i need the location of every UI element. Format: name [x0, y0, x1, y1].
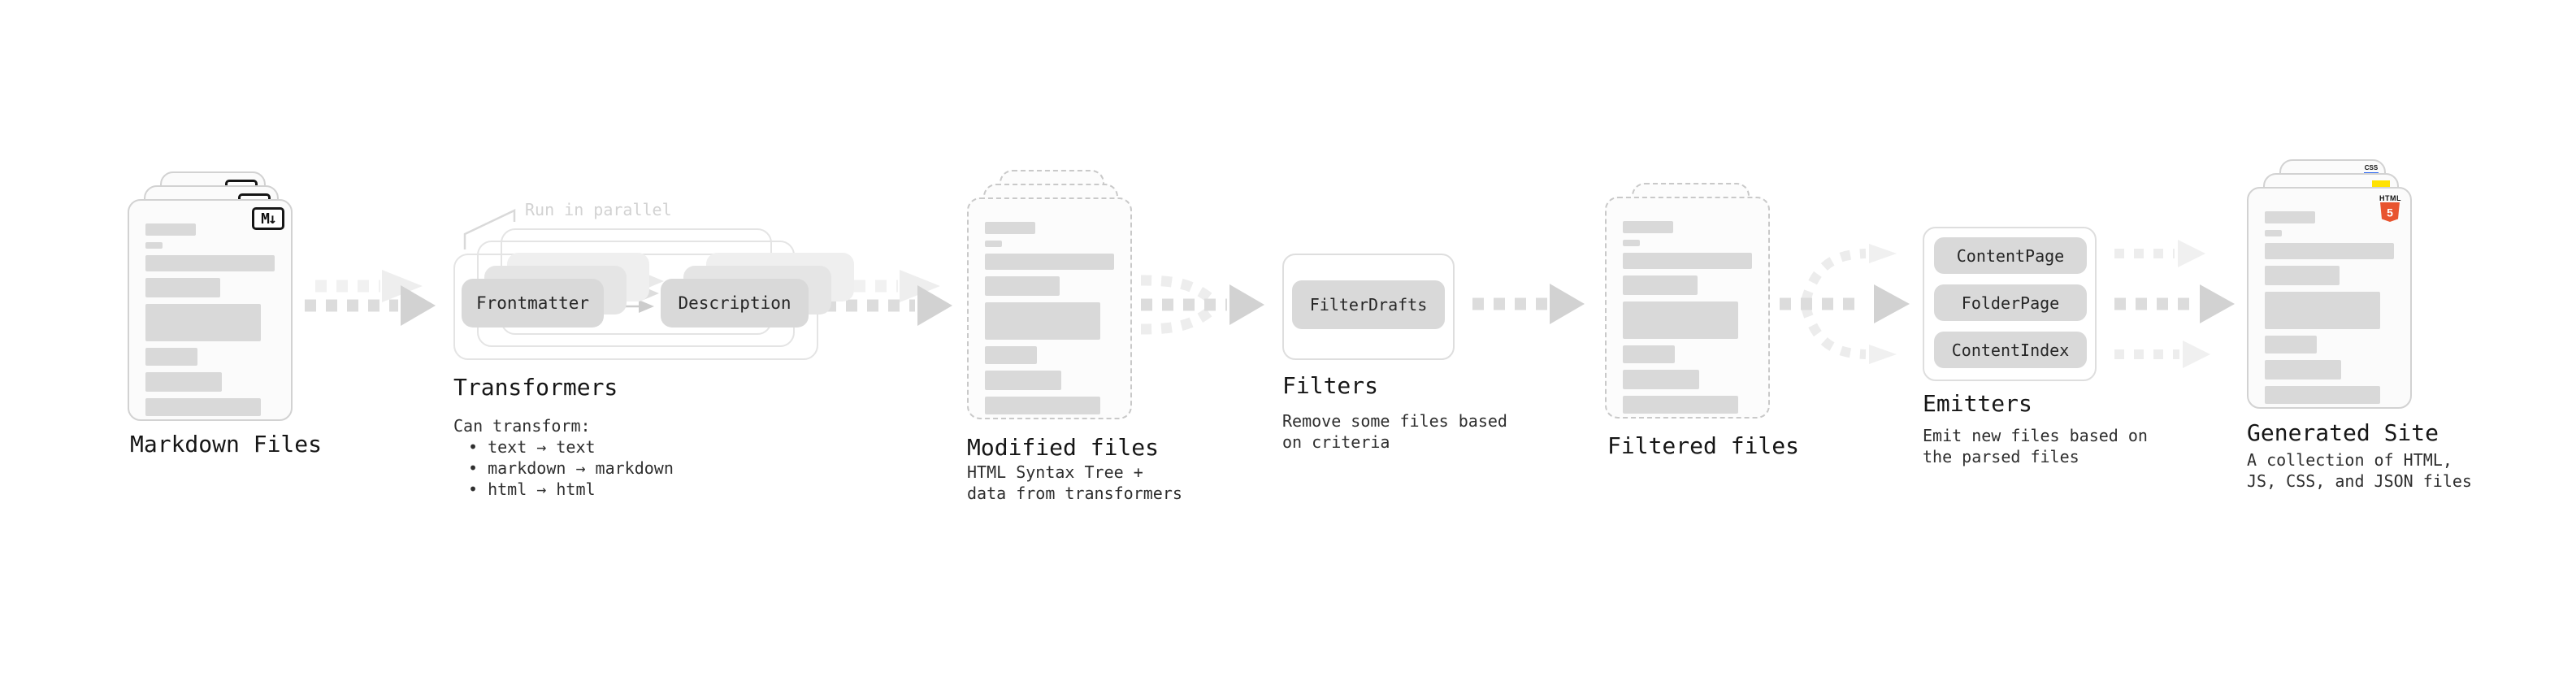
css-icon-label: CSS	[2364, 164, 2379, 171]
skeleton-bar	[1623, 240, 1640, 246]
description-line: JS, CSS, and JSON files	[2247, 471, 2472, 491]
skeleton-bar	[2265, 292, 2380, 329]
skeleton-bar	[145, 348, 197, 366]
skeleton-bar	[1623, 345, 1675, 363]
site-file-card-html: HTML 5	[2247, 187, 2412, 409]
transformers-description: Can transform: • text → text • markdown …	[453, 415, 674, 500]
markdown-icon: M↓	[252, 207, 284, 230]
description-line: • text → text	[468, 437, 596, 457]
run-in-parallel-note: Run in parallel	[525, 200, 672, 219]
skeleton-bar	[2265, 243, 2394, 259]
skeleton-bar	[145, 223, 196, 236]
html5-icon: HTML 5	[2379, 194, 2401, 225]
description-line: Emit new files based on	[1923, 426, 2148, 445]
skeleton-bar	[985, 302, 1100, 340]
stage-title-transformers: Transformers	[453, 374, 618, 401]
skeleton-bar	[985, 276, 1060, 296]
skeleton-bar	[145, 372, 222, 392]
svg-text:5: 5	[2387, 206, 2393, 219]
arrow-filtered-to-emitters-split	[1780, 244, 1910, 364]
contentindex-pill: ContentIndex	[1934, 332, 2087, 368]
text-skeleton	[145, 223, 275, 416]
skeleton-bar	[2265, 360, 2341, 380]
description-line: A collection of HTML,	[2247, 450, 2452, 470]
arrow-filters-to-filtered	[1472, 284, 1585, 324]
skeleton-bar	[985, 346, 1037, 364]
filtered-file-card-front	[1605, 197, 1770, 419]
modified-files-description: HTML Syntax Tree + data from transformer…	[967, 462, 1182, 504]
stage-title-filters: Filters	[1282, 372, 1379, 399]
text-skeleton	[1623, 221, 1752, 414]
skeleton-bar	[1623, 370, 1699, 389]
arrow-modified-to-filters-merge	[1140, 275, 1264, 335]
stage-title-generated-site: Generated Site	[2247, 419, 2439, 446]
skeleton-bar	[145, 278, 221, 297]
modified-file-card-front	[967, 197, 1132, 419]
skeleton-bar	[2265, 336, 2317, 354]
skeleton-bar	[2265, 386, 2380, 404]
skeleton-bar	[145, 304, 261, 341]
generated-site-description: A collection of HTML, JS, CSS, and JSON …	[2247, 449, 2472, 492]
skeleton-bar	[1623, 396, 1738, 414]
skeleton-bar	[985, 254, 1114, 270]
text-skeleton	[2265, 211, 2394, 404]
skeleton-bar	[985, 371, 1061, 390]
stage-title-emitters: Emitters	[1923, 390, 2032, 417]
arrow-emitters-to-site	[2114, 240, 2235, 368]
contentpage-pill: ContentPage	[1934, 237, 2087, 274]
arrow-markdown-to-transformers	[305, 270, 436, 326]
stage-title-markdown-files: Markdown Files	[130, 431, 323, 458]
description-line: HTML Syntax Tree +	[967, 462, 1143, 482]
skeleton-bar	[985, 222, 1035, 234]
emitters-description: Emit new files based on the parsed files	[1923, 425, 2148, 467]
description-line: data from transformers	[967, 484, 1182, 503]
description-line: Can transform:	[453, 416, 591, 436]
skeleton-bar	[1623, 221, 1673, 233]
skeleton-bar	[2265, 211, 2315, 223]
html5-icon-label: HTML	[2379, 194, 2401, 202]
skeleton-bar	[145, 242, 163, 249]
stage-title-modified-files: Modified files	[967, 434, 1160, 461]
frontmatter-pill: Frontmatter	[462, 279, 604, 327]
folderpage-pill: FolderPage	[1934, 284, 2087, 321]
skeleton-bar	[145, 255, 275, 271]
description-pill: Description	[661, 279, 809, 327]
text-skeleton	[985, 222, 1114, 414]
filterdrafts-pill: FilterDrafts	[1292, 280, 1445, 329]
skeleton-bar	[2265, 266, 2340, 285]
skeleton-bar	[985, 241, 1002, 247]
stage-title-filtered-files: Filtered files	[1607, 432, 1800, 459]
skeleton-bar	[1623, 253, 1752, 269]
skeleton-bar	[1623, 301, 1738, 339]
markdown-file-card-front: M↓	[128, 199, 293, 421]
description-line: • markdown → markdown	[468, 458, 674, 478]
html5-shield: 5	[2380, 202, 2400, 222]
description-line: • html → html	[468, 479, 596, 499]
skeleton-bar	[145, 398, 261, 416]
description-line: on criteria	[1282, 432, 1390, 452]
run-in-parallel-leader-line	[463, 209, 516, 249]
skeleton-bar	[1623, 275, 1698, 295]
description-line: the parsed files	[1923, 447, 2079, 466]
description-line: Remove some files based	[1282, 411, 1507, 431]
filters-description: Remove some files based on criteria	[1282, 410, 1507, 453]
skeleton-bar	[985, 397, 1100, 414]
skeleton-bar	[2265, 230, 2282, 236]
